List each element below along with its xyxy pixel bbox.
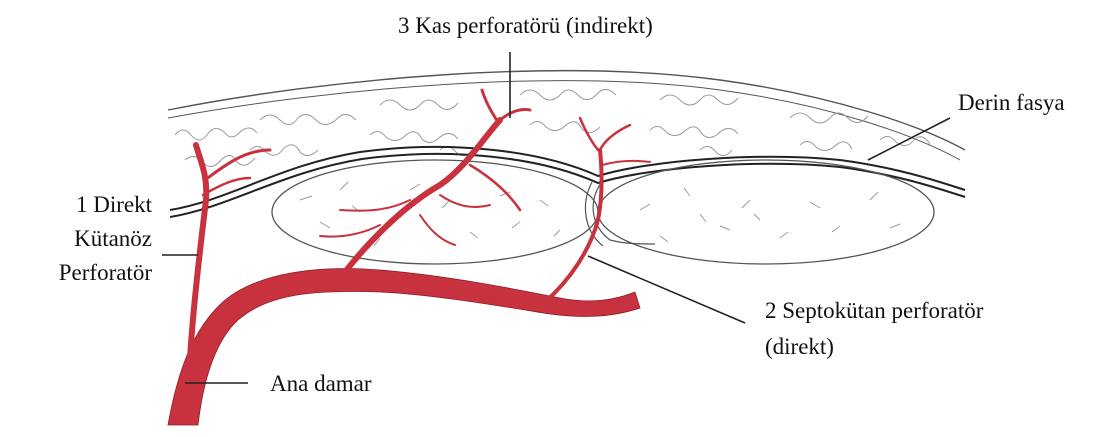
label-deep-fascia: Derin fasya bbox=[958, 90, 1065, 115]
label-main-vessel: Ana damar bbox=[270, 371, 372, 396]
fat-tissue-texture bbox=[175, 89, 930, 166]
label-septocutaneous-line2: (direkt) bbox=[765, 334, 834, 359]
label-direct-line3: Perforatör bbox=[59, 260, 153, 285]
left-muscle-belly bbox=[272, 160, 598, 264]
label-septocutaneous-line1: 2 Septokütan perforatör bbox=[765, 298, 984, 323]
label-direct-line2: Kütanöz bbox=[74, 226, 152, 251]
label-direct-line1: 1 Direkt bbox=[76, 192, 153, 217]
right-muscle-belly bbox=[598, 160, 934, 264]
muscle-perforator bbox=[345, 120, 500, 272]
skin-layer bbox=[168, 71, 965, 167]
vessel-tree bbox=[168, 90, 650, 425]
label-muscle-perforator: 3 Kas perforatörü (indirekt) bbox=[398, 13, 653, 38]
leader-deep-fascia bbox=[868, 118, 950, 160]
main-vessel bbox=[168, 269, 640, 425]
